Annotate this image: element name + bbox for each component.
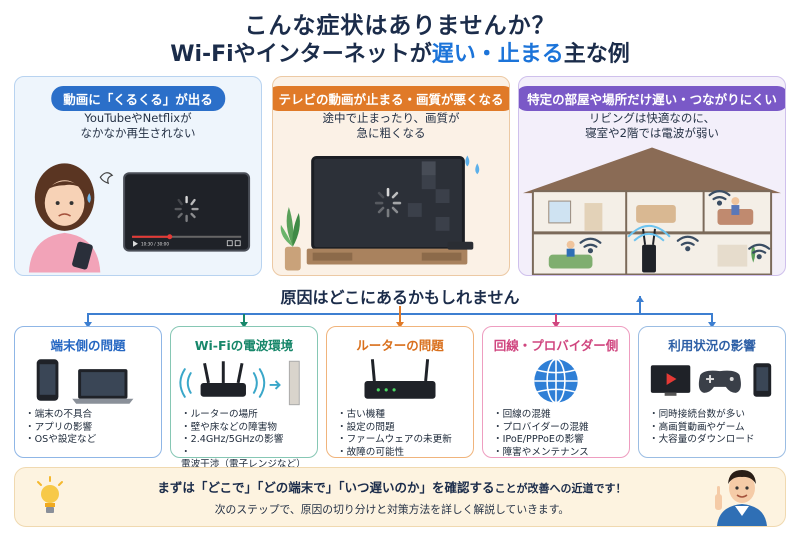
house-illustration — [522, 147, 782, 275]
cause-card-router: ルーターの問題 古い機種 設定の問題 ファームウェアの未更新 故障の可能性 — [326, 326, 474, 458]
list-item: 大容量のダウンロード — [649, 434, 781, 447]
woman-with-phone-icon — [28, 163, 114, 273]
cause-list-router: 古い機種 設定の問題 ファームウェアの未更新 故障の可能性 — [337, 409, 469, 459]
phone-laptop-icon — [36, 359, 134, 404]
cause-list-device: 端末の不具合 アプリの影響 OSや設定など — [25, 409, 157, 447]
symptom-card-tv-stall: テレビの動画が止まる・画質が悪くなる 途中で止まったり、画質が 急に粗くなる — [272, 76, 510, 276]
cause-title: 原因はどこにあるかもしれません — [280, 288, 520, 307]
footer-headline-tail: ことが改善への近道です！ — [494, 482, 627, 495]
list-item: ルーターの場所 — [181, 409, 313, 422]
cause-title-usage: 利用状況の影響 — [668, 338, 756, 353]
house-icon — [522, 147, 782, 275]
symptom-card-room-weak: 特定の部屋や場所だけ遅い・つながりにくい リビングは快適なのに、 寝室や2階では… — [518, 76, 786, 276]
router-icon — [627, 224, 671, 273]
footer-subline: 次のステップで、原因の切り分けと対策方法を詳しく解説していきます。 — [214, 503, 570, 516]
list-item: 古い機種 — [337, 409, 469, 422]
list-item: アプリの影響 — [25, 422, 157, 435]
symptom-pill-buffering: 動画に「くるくる」が出る — [51, 86, 225, 111]
player-time: 10:30 / 30:00 — [141, 242, 169, 247]
list-item: 障害やメンテナンス — [493, 447, 625, 460]
symptom-desc-line1: YouTubeやNetflixが — [84, 111, 192, 125]
symptom-desc-buffering: YouTubeやNetflixが なかなか再生されない — [15, 111, 261, 141]
globe-icon — [534, 358, 578, 404]
tv-illustration — [280, 155, 480, 271]
sub-title-pre: Wi-Fiやインターネットが — [170, 42, 432, 67]
tv-gamepad-phone-icon — [650, 363, 772, 397]
tv-stand-icon — [306, 241, 474, 265]
footer-banner: まずは「どこで」「どの端末で」「いつ遅いのか」を確認することが改善への近道です！… — [14, 467, 786, 527]
list-item: 設定の問題 — [337, 422, 469, 435]
cause-list-provider: 回線の混雑 プロバイダーの混雑 IPoE/PPPoEの影響 障害やメンテナンス — [493, 409, 625, 459]
symptom-pill-room: 特定の部屋や場所だけ遅い・つながりにくい — [519, 86, 785, 111]
symptom-card-buffering: 動画に「くるくる」が出る YouTubeやNetflixが なかなか再生されない — [14, 76, 262, 276]
list-item: OSや設定など — [25, 434, 157, 447]
symptom-pill-tv: テレビの動画が止まる・画質が悪くなる — [273, 86, 509, 111]
man-pointing-icon — [715, 470, 767, 526]
symptom-desc-line2: 寝室や2階では電波が弱い — [585, 126, 719, 140]
cause-title-provider: 回線・プロバイダー側 — [493, 338, 619, 353]
list-item: 同時接続台数が多い — [649, 409, 781, 422]
television-icon — [311, 155, 480, 251]
cause-card-device: 端末側の問題 端末の不具合 アプリの影響 OSや設定など — [14, 326, 162, 458]
footer-headline: まずは「どこで」「どの端末で」「いつ遅いのか」を確認することが改善への近道です！ — [79, 477, 705, 496]
cause-title-device: 端末側の問題 — [50, 338, 126, 353]
cause-card-usage: 利用状況の影響 同時接続台数が多い 高画質動画やゲーム 大容量のダウンロード — [638, 326, 786, 458]
buffering-illustration: 10:30 / 30:00 — [28, 163, 251, 273]
list-item: 2.4GHz/5GHzの影響 — [181, 434, 313, 447]
sub-title-separator: ・ — [475, 42, 498, 67]
list-item: 壁や床などの障害物 — [181, 422, 313, 435]
cause-connectors — [84, 296, 716, 328]
sub-title-highlight-slow: 遅い — [431, 42, 476, 67]
wifi-signal-weak-icon — [676, 190, 771, 260]
list-item: 高画質動画やゲーム — [649, 422, 781, 435]
sub-title-post: 主な例 — [563, 42, 630, 67]
sub-title-highlight-stop: 止まる — [497, 42, 564, 67]
router-wall-icon — [179, 360, 300, 406]
list-item: ファームウェアの未更新 — [337, 434, 469, 447]
cause-title-wifi: Wi-Fiの電波環境 — [194, 338, 294, 353]
list-item: 端末の不具合 — [25, 409, 157, 422]
list-item: 電波干渉（電子レンジなど） — [181, 447, 313, 472]
plant-icon — [280, 207, 301, 271]
cause-card-provider: 回線・プロバイダー側 回線の混雑 プロバイダーの混雑 IPoE/PPPoEの影響… — [482, 326, 630, 458]
cause-title-router: ルーターの問題 — [356, 338, 444, 353]
symptom-desc-room: リビングは快適なのに、 寝室や2階では電波が弱い — [519, 111, 785, 141]
symptom-desc-line2: 急に粗くなる — [356, 126, 426, 140]
list-item: プロバイダーの混雑 — [493, 422, 625, 435]
sub-title: Wi-Fiやインターネットが遅い・止まる主な例 — [0, 36, 800, 68]
router-icon — [364, 359, 436, 399]
main-title: こんな症状はありませんか？ — [244, 13, 556, 39]
cause-card-wifi: Wi-Fiの電波環境 ルーターの場所 壁や床などの障害物 2.4GHz/5GHz… — [170, 326, 318, 470]
video-player-icon: 10:30 / 30:00 — [123, 172, 251, 252]
symptom-desc-line2: なかなか再生されない — [80, 126, 196, 140]
list-item: 回線の混雑 — [493, 409, 625, 422]
list-item: 故障の可能性 — [337, 447, 469, 460]
wifi-signal-strong-icon — [579, 237, 602, 254]
cause-list-wifi: ルーターの場所 壁や床などの障害物 2.4GHz/5GHzの影響 電波干渉（電子… — [181, 409, 313, 472]
symptom-desc-line1: 途中で止まったり、画質が — [322, 111, 460, 125]
list-item: IPoE/PPPoEの影響 — [493, 434, 625, 447]
footer-headline-main: まずは「どこで」「どの端末で」「いつ遅いのか」を確認する — [157, 480, 495, 495]
cause-list-usage: 同時接続台数が多い 高画質動画やゲーム 大容量のダウンロード — [649, 409, 781, 447]
symptom-desc-tv: 途中で止まったり、画質が 急に粗くなる — [273, 111, 509, 141]
symptom-desc-line1: リビングは快適なのに、 — [588, 111, 716, 125]
lightbulb-icon — [37, 476, 63, 513]
